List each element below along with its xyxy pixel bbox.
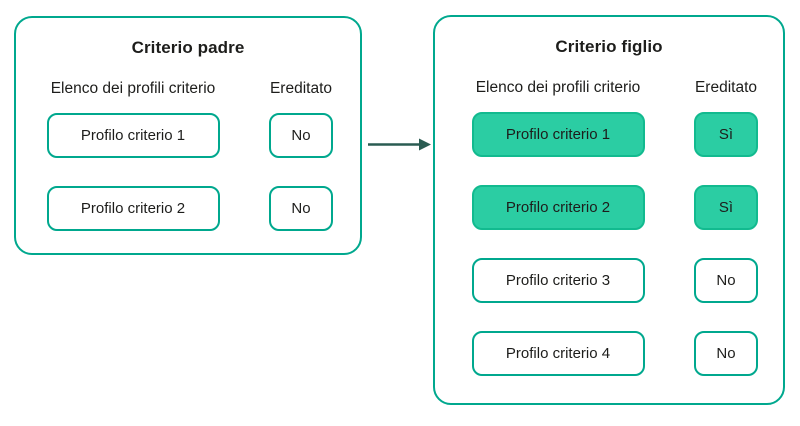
- parent-panel-title: Criterio padre: [131, 38, 245, 57]
- child-profile-row-2: Profilo criterio 2 Sì: [435, 184, 783, 230]
- child-inherited-cell-3: No: [661, 257, 791, 303]
- child-profile-row-1: Profilo criterio 1 Sì: [435, 111, 783, 157]
- child-inherited-cell-1: Sì: [661, 111, 791, 157]
- profile-box: Profilo criterio 1: [46, 112, 220, 158]
- parent-header-row: Elenco dei profili criterio Ereditato: [16, 81, 360, 97]
- profile-box: Profilo criterio 3: [471, 257, 645, 303]
- profile-box-highlighted: Profilo criterio 2: [471, 184, 645, 230]
- child-inherited-cell-2: Sì: [661, 184, 791, 230]
- parent-inherited-cell-1: No: [236, 112, 366, 158]
- child-profile-row-3: Profilo criterio 3 No: [435, 257, 783, 303]
- parent-inherited-cell-2: No: [236, 185, 366, 231]
- parent-column-header-inherited: Ereditato: [269, 80, 333, 97]
- child-inherited-cell-4: No: [661, 330, 791, 376]
- child-column-header-inherited: Ereditato: [694, 79, 758, 96]
- inherited-box: No: [694, 330, 758, 376]
- inherited-box: No: [269, 185, 333, 231]
- child-panel-title: Criterio figlio: [555, 37, 663, 56]
- inherited-box: No: [694, 257, 758, 303]
- parent-profile-cell-2: Profilo criterio 2: [30, 185, 236, 231]
- parent-to-child-arrow-icon: [368, 138, 431, 151]
- child-profile-cell-4: Profilo criterio 4: [455, 330, 661, 376]
- child-profile-cell-3: Profilo criterio 3: [455, 257, 661, 303]
- parent-criterion-panel: Criterio padre Elenco dei profili criter…: [14, 16, 362, 255]
- parent-profile-row-1: Profilo criterio 1 No: [16, 112, 360, 158]
- profile-box: Profilo criterio 4: [471, 330, 645, 376]
- profile-box-highlighted: Profilo criterio 1: [471, 111, 645, 157]
- child-profile-row-4: Profilo criterio 4 No: [435, 330, 783, 376]
- child-profile-cell-2: Profilo criterio 2: [455, 184, 661, 230]
- inherited-box-highlighted: Sì: [694, 184, 758, 230]
- child-criterion-panel: Criterio figlio Elenco dei profili crite…: [433, 15, 785, 405]
- inherited-box: No: [269, 112, 333, 158]
- child-column-header-profiles: Elenco dei profili criterio: [475, 79, 641, 96]
- inherited-box-highlighted: Sì: [694, 111, 758, 157]
- parent-profile-row-2: Profilo criterio 2 No: [16, 185, 360, 231]
- parent-profile-cell-1: Profilo criterio 1: [30, 112, 236, 158]
- child-header-row: Elenco dei profili criterio Ereditato: [435, 80, 783, 96]
- parent-column-header-profiles: Elenco dei profili criterio: [50, 80, 216, 97]
- child-profile-cell-1: Profilo criterio 1: [455, 111, 661, 157]
- profile-box: Profilo criterio 2: [46, 185, 220, 231]
